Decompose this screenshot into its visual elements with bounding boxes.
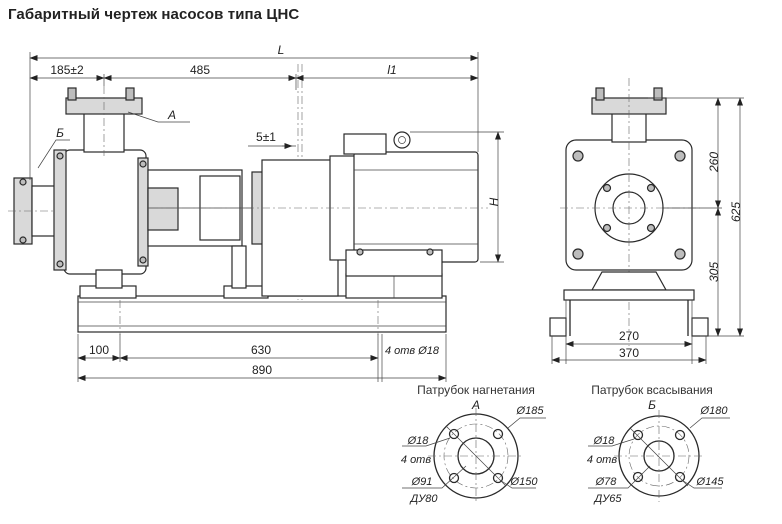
coupling [251, 64, 339, 300]
dim-overall-label: L [278, 43, 285, 57]
bottom-dimensions: 100 630 890 4 отв Ø18 [77, 334, 447, 382]
flange-discharge-outer: Ø185 [516, 405, 545, 417]
flange-discharge-nominal: ДУ80 [408, 493, 438, 505]
dim-top-3-label: l1 [387, 63, 396, 77]
dim-end-lower-label: 305 [707, 262, 721, 282]
flange-discharge-bolt-circle: Ø150 [510, 476, 539, 488]
flange-suction-detail: Патрубок всасывания Б Ø180 Ø18 4 отв Ø78… [587, 383, 730, 505]
flange-suction-nominal: ДУ65 [592, 493, 622, 505]
dim-end-total-label: 625 [729, 202, 743, 222]
label-discharge: А [167, 108, 176, 122]
flange-discharge-count: 4 отв [401, 454, 431, 466]
dim-end-upper-label: 260 [707, 152, 721, 173]
top-dimensions: L 185±2 485 l1 5±1 А Б H [29, 43, 504, 263]
pump-body [53, 149, 149, 289]
flange-suction-bore: Ø78 [595, 476, 618, 488]
dim-end-width-inner-label: 270 [619, 329, 639, 343]
dim-top-2-label: 485 [190, 63, 210, 77]
flange-suction-count: 4 отв [587, 454, 617, 466]
label-suction: Б [56, 126, 64, 140]
flange-suction-outer: Ø180 [700, 405, 729, 417]
side-view: L 185±2 485 l1 5±1 А Б H [8, 43, 504, 382]
bearing-housing [147, 169, 262, 289]
dim-top-1-label: 185±2 [50, 63, 84, 77]
flange-suction-letter: Б [648, 398, 656, 412]
dim-end-width-outer-label: 370 [619, 346, 639, 360]
base-frame [77, 273, 447, 335]
flange-discharge-bore: Ø91 [411, 476, 433, 488]
dim-bottom-3-label: 890 [252, 363, 272, 377]
page-title: Габаритный чертеж насосов типа ЦНС [8, 6, 300, 23]
dim-height-label: H [487, 197, 501, 206]
end-view: 260 305 625 270 370 [549, 78, 744, 364]
flange-discharge-detail: Патрубок нагнетания А Ø185 Ø18 4 отв Ø91… [401, 383, 546, 505]
flange-suction-caption: Патрубок всасывания [591, 383, 713, 397]
dim-bottom-2-label: 630 [251, 343, 271, 357]
dim-gap-label: 5±1 [256, 130, 276, 144]
discharge-nozzle-side [65, 86, 143, 156]
flange-discharge-hole: Ø18 [407, 435, 430, 447]
holes-note-label: 4 отв Ø18 [385, 345, 440, 357]
flange-suction-hole: Ø18 [593, 435, 616, 447]
electric-motor [150, 131, 488, 277]
flange-discharge-caption: Патрубок нагнетания [417, 383, 535, 397]
dim-bottom-1-label: 100 [89, 343, 109, 357]
flange-discharge-letter: А [471, 398, 480, 412]
flange-suction-bolt-circle: Ø145 [696, 476, 725, 488]
